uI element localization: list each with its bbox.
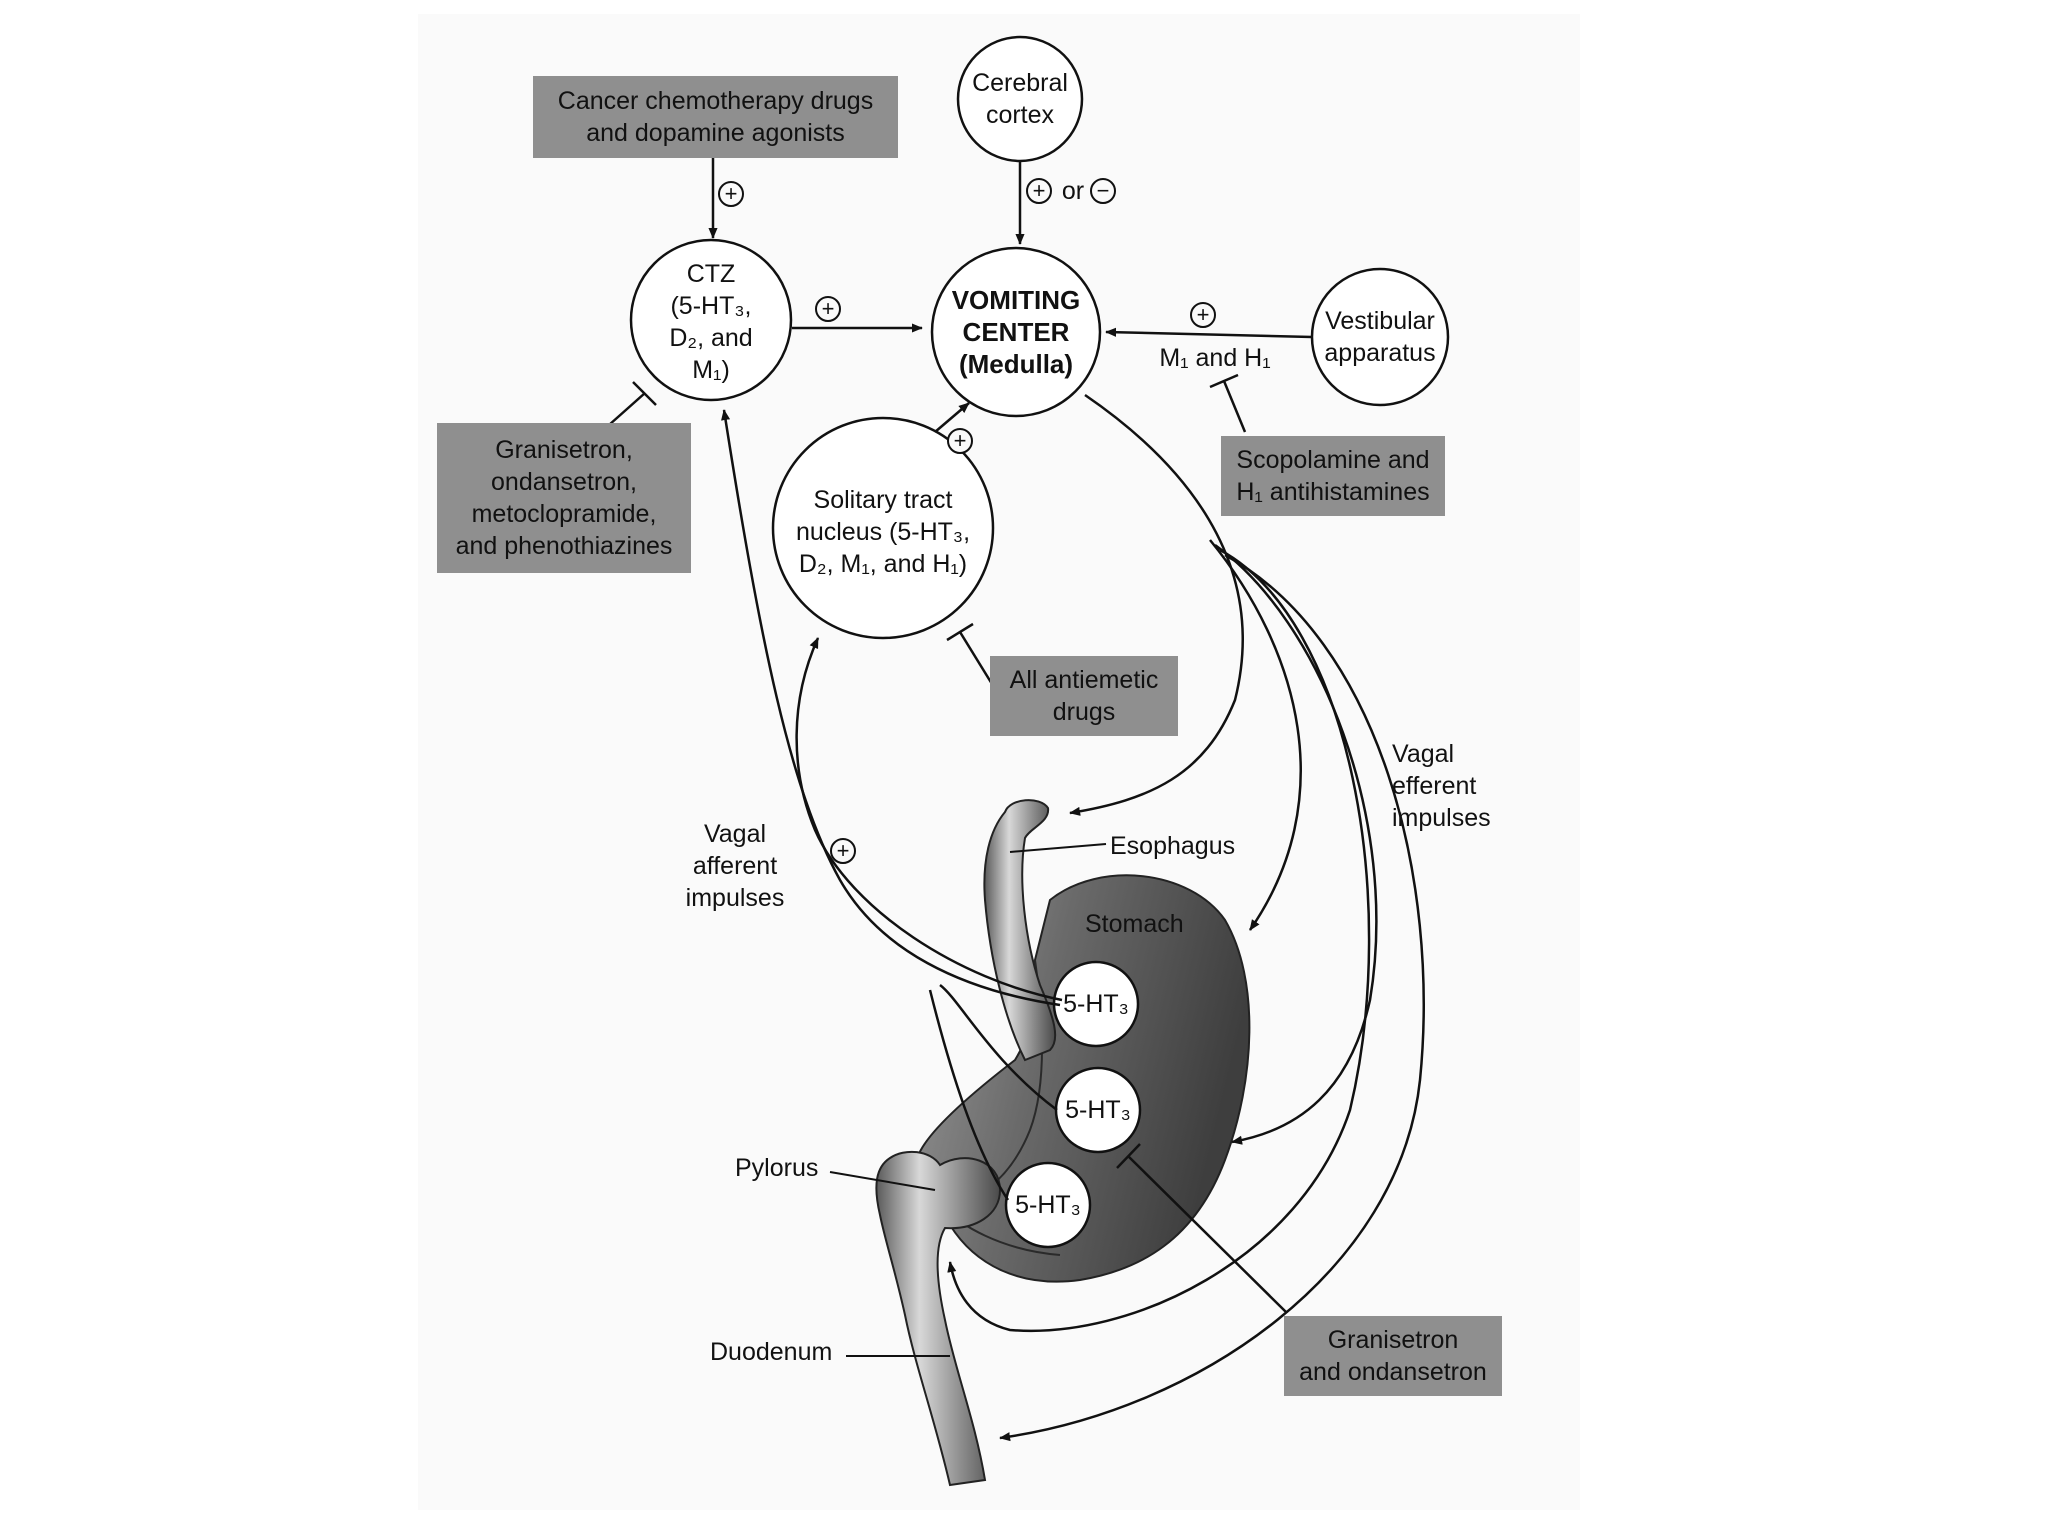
efferent-to-duodenum xyxy=(999,553,1425,1442)
inhibit-receptor-line xyxy=(1127,1155,1287,1313)
plus-sign-chemo: + xyxy=(718,181,744,207)
chemo-drug-box: Cancer chemotherapy drugs and dopamine a… xyxy=(533,76,898,158)
vagal-efferent-label: Vagal efferent impulses xyxy=(1392,740,1491,832)
solitary-tract-label: Solitary tract nucleus (5-HT₃, D₂, M₁, a… xyxy=(795,486,971,578)
solitary-tract-node xyxy=(771,416,995,640)
or-label: or xyxy=(1061,177,1085,205)
pylorus-duodenum-tube xyxy=(875,1150,1002,1487)
all-antiemetic-box: All antiemetic drugs xyxy=(990,656,1178,736)
efferent-to-pylorus xyxy=(947,548,1371,1333)
ctz-node xyxy=(629,238,793,402)
receptor-label-1: 5-HT₃ xyxy=(1063,990,1129,1018)
efferent-to-esophagus xyxy=(1069,393,1244,816)
m1-h1-label: M₁ and H₁ xyxy=(1159,344,1271,372)
cerebral-cortex-label: Cerebral cortex xyxy=(972,69,1068,129)
ctz-label: CTZ (5-HT₃, D₂, and M₁) xyxy=(669,260,753,384)
efferent-to-stomach-lower xyxy=(1214,543,1378,1145)
plus-sign-afferent: + xyxy=(830,838,856,864)
minus-sign-cortex: − xyxy=(1090,178,1116,204)
plus-sign-cortex: + xyxy=(1026,178,1052,204)
gut-antagonist-box: Granisetron and ondansetron xyxy=(1284,1316,1502,1396)
inhibit-vestibular-line xyxy=(1222,380,1247,433)
stomach-label: Stomach xyxy=(1085,910,1184,938)
receptor-node-3 xyxy=(1004,1161,1092,1249)
receptor-label-2: 5-HT₃ xyxy=(1065,1096,1131,1124)
plus-sign-vestibular: + xyxy=(1190,302,1216,328)
vomiting-center-label: VOMITING CENTER (Medulla) xyxy=(951,285,1081,379)
ctz-antagonist-box: Granisetron, ondansetron, metoclopramide… xyxy=(437,423,691,573)
afferent-to-nts xyxy=(795,637,1063,1002)
vagal-afferent-label: Vagal afferent impulses xyxy=(685,820,785,912)
duodenum-label: Duodenum xyxy=(710,1338,833,1366)
vestibular-label: Vestibular apparatus xyxy=(1324,307,1436,367)
inhibit-nts-line xyxy=(958,631,994,685)
cerebral-cortex-node xyxy=(956,35,1084,163)
inhibit-ctz-line xyxy=(608,392,646,426)
plus-sign-ctz-vc: + xyxy=(815,296,841,322)
pylorus-pointer xyxy=(829,1171,936,1191)
efferent-to-stomach-top xyxy=(1209,539,1302,931)
scopolamine-box: Scopolamine and H₁ antihistamines xyxy=(1221,436,1445,516)
vomiting-center-node xyxy=(930,246,1102,418)
pylorus-label: Pylorus xyxy=(735,1154,819,1182)
plus-sign-nts-vc: + xyxy=(947,428,973,454)
arrow-nts-to-vc xyxy=(934,402,970,433)
esophagus-pointer xyxy=(1009,843,1107,853)
arrow-vestibular-to-vc xyxy=(1105,327,1313,339)
receptor-label-3: 5-HT₃ xyxy=(1015,1191,1081,1219)
esophagus-label: Esophagus xyxy=(1110,832,1236,860)
